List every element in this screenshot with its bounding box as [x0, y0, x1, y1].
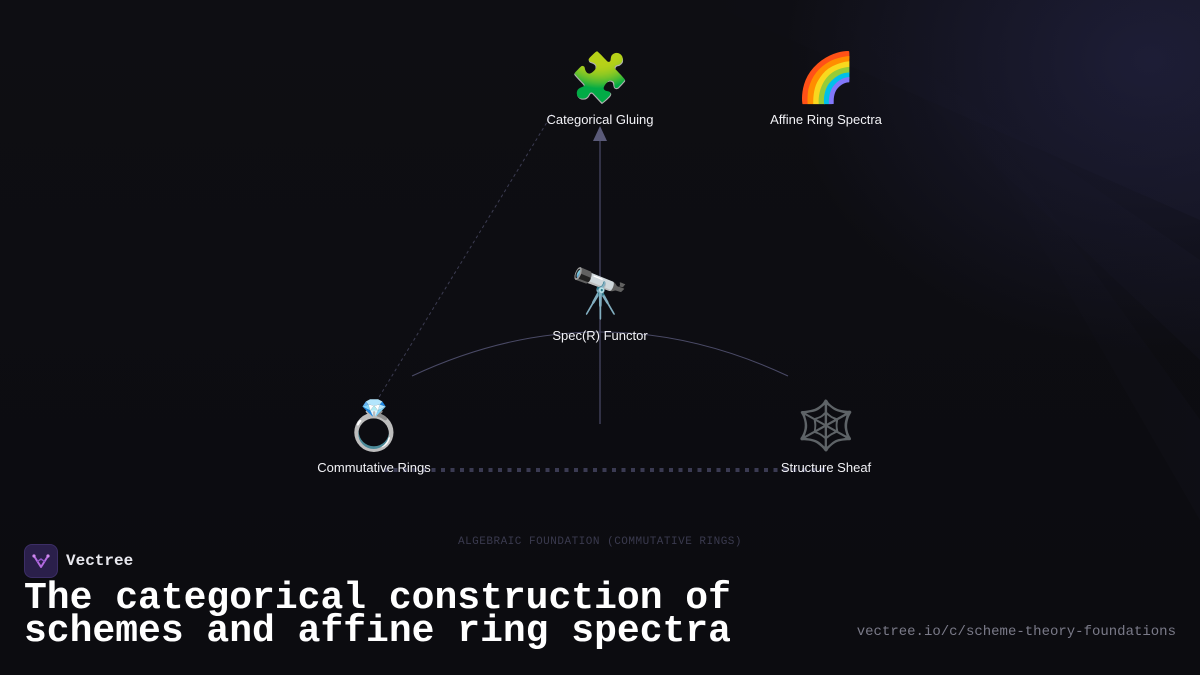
node-label: Structure Sheaf: [780, 460, 872, 475]
puzzle-piece-icon: 🧩: [570, 50, 630, 106]
node-label: Categorical Gluing: [546, 112, 654, 127]
spider-web-icon: 🕸️: [796, 398, 856, 454]
node-affine-ring-spectra[interactable]: 🌈 Affine Ring Spectra: [726, 48, 926, 127]
node-structure-sheaf[interactable]: 🕸️ Structure Sheaf: [726, 396, 926, 475]
foundation-caption: ALGEBRAIC FOUNDATION (COMMUTATIVE RINGS): [457, 536, 743, 548]
node-label: Affine Ring Spectra: [770, 112, 882, 127]
brand-name: Vectree: [66, 552, 134, 570]
node-label: Commutative Rings: [317, 460, 431, 475]
node-commutative-rings[interactable]: 💍 Commutative Rings: [274, 396, 474, 475]
rainbow-icon: 🌈: [796, 50, 856, 106]
node-spec-functor[interactable]: 🔭 Spec(R) Functor: [500, 264, 700, 343]
telescope-icon: 🔭: [570, 266, 630, 322]
vectree-logo-icon: [24, 544, 58, 578]
page-url[interactable]: vectree.io/c/scheme-theory-foundations: [856, 624, 1176, 640]
ring-icon: 💍: [344, 398, 404, 454]
curve-edge: [411, 331, 789, 377]
brand[interactable]: Vectree: [24, 544, 133, 578]
page-title: The categorical construction of schemes …: [24, 577, 731, 653]
node-categorical-gluing[interactable]: 🧩 Categorical Gluing: [500, 48, 700, 127]
diagonal-edge: [375, 113, 553, 403]
vertical-arrow-head: [593, 126, 607, 141]
node-label: Spec(R) Functor: [552, 328, 648, 343]
